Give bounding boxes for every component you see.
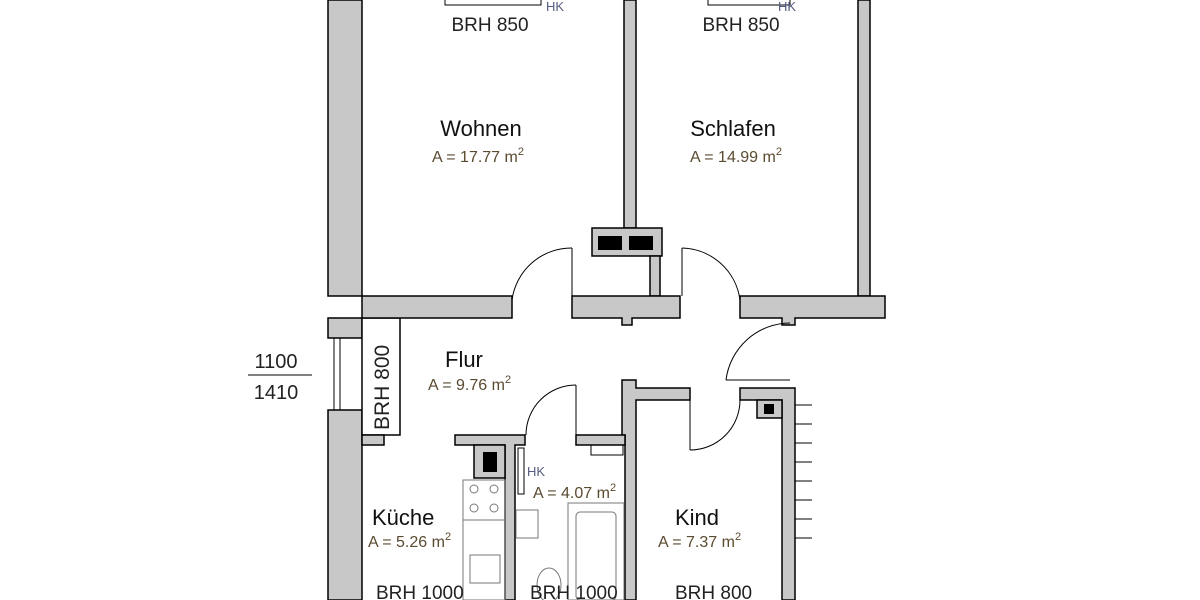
wall-wohnen-schlafen: [623, 0, 637, 229]
kitchen-counter: [462, 519, 506, 600]
kitchen-sink-icon: [469, 554, 501, 584]
wall-horizontal-top: [361, 295, 886, 326]
dimension-bottom: 1410: [254, 382, 299, 404]
flue-icon: [629, 236, 653, 250]
window-wohnen: [444, 0, 542, 6]
room-area-wohnen: A = 17.77 m2: [432, 146, 524, 166]
hk-label-schlafen: HK: [778, 0, 796, 14]
room-name-wohnen: Wohnen: [440, 116, 522, 141]
door-bad[interactable]: [525, 384, 577, 436]
brh-schlafen: BRH 850: [702, 15, 779, 36]
flue-icon: [483, 452, 497, 472]
flue-icon: [598, 236, 622, 250]
room-area-kueche: A = 5.26 m2: [368, 531, 451, 551]
stove-icon: [462, 479, 506, 521]
door-schlafen[interactable]: [681, 247, 741, 301]
window-schlafen: [707, 0, 791, 6]
door-entrance[interactable]: [725, 322, 791, 381]
room-area-kind: A = 7.37 m2: [658, 531, 741, 551]
room-name-flur: Flur: [445, 347, 483, 372]
room-name-schlafen: Schlafen: [690, 116, 776, 141]
washbasin-icon: [515, 509, 539, 539]
door-wohnen[interactable]: [511, 247, 573, 301]
dimension-top: 1100: [254, 351, 297, 373]
flue-icon: [764, 404, 774, 414]
brh-wohnen: BRH 850: [451, 15, 528, 36]
toilet-icon: [536, 567, 562, 600]
wall-flur-left: [361, 317, 401, 436]
brh-kind: BRH 800: [675, 583, 752, 600]
room-area-bad: A = 4.07 m2: [533, 482, 616, 502]
brh-bad: BRH 1000: [530, 583, 618, 600]
window-flur: [333, 337, 341, 411]
brh-kueche: BRH 1000: [376, 583, 464, 600]
bad-shaft: [590, 444, 624, 456]
room-area-schlafen: A = 14.99 m2: [690, 146, 782, 166]
bathtub-icon: [567, 502, 625, 600]
outer-wall-left: [327, 0, 363, 600]
hk-label-wohnen: HK: [546, 0, 564, 14]
room-area-flur: A = 9.76 m2: [428, 374, 511, 394]
wall-segment: [649, 255, 661, 297]
bathtub-inner: [575, 511, 617, 600]
room-name-kind: Kind: [675, 505, 719, 530]
wall-kueche-top: [361, 434, 626, 600]
radiator-bad: [517, 447, 525, 495]
room-name-kueche: Küche: [372, 505, 434, 530]
brh-flur: BRH 800: [371, 345, 394, 430]
hk-label-bad: HK: [527, 464, 545, 479]
wall-schlafen-right: [857, 0, 871, 297]
door-kind[interactable]: [689, 399, 741, 451]
radiator-kind: [795, 404, 812, 539]
